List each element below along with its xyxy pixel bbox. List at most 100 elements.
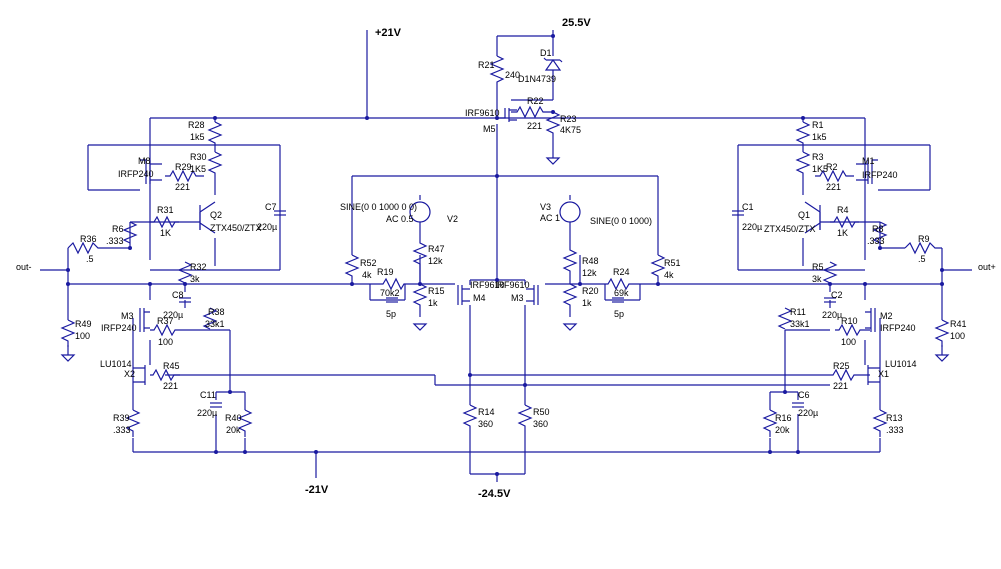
mosfet-m4 <box>457 285 470 305</box>
label-r24: R24 <box>613 267 630 277</box>
label-r30: R30 <box>190 152 207 162</box>
value-r30: 1K5 <box>190 164 206 174</box>
value-r4: 1K <box>837 228 848 238</box>
capacitor-c2 <box>824 297 836 303</box>
jfet-x2 <box>133 365 146 385</box>
value-r11: 33k1 <box>790 319 810 329</box>
label-r38: R38 <box>208 307 225 317</box>
resistor-r48 <box>562 240 578 284</box>
resistor-r11 <box>777 307 793 330</box>
ground-symbols <box>60 157 950 362</box>
resistor-r5 <box>822 261 838 284</box>
value-c1: 220µ <box>742 222 762 232</box>
label-r51: R51 <box>664 258 681 268</box>
label-r36: R36 <box>80 234 97 244</box>
label-c7: C7 <box>265 202 277 212</box>
label-r22: R22 <box>527 96 544 106</box>
label-r25: R25 <box>833 361 850 371</box>
value-m5: IRF9610 <box>465 108 500 118</box>
value-r16: 20k <box>775 425 790 435</box>
value-r21: 240 <box>505 70 520 80</box>
jfet-x1 <box>867 365 880 385</box>
rail-plus21: +21V <box>375 27 402 39</box>
label-r5: R5 <box>812 262 824 272</box>
value-r23: 4K75 <box>560 125 581 135</box>
resistor-r52 <box>344 254 360 284</box>
resistor-r8 <box>872 221 888 244</box>
resistor-r32 <box>177 261 193 284</box>
mosfet-m3-right <box>526 285 539 305</box>
label-c6: C6 <box>798 390 810 400</box>
resistor-r1 <box>795 121 811 145</box>
label-x1: X1 <box>878 369 889 379</box>
value-v2: AC 0.5 <box>386 214 414 224</box>
value-r25: 221 <box>833 381 848 391</box>
value-r20: 1k <box>582 298 592 308</box>
label-r14: R14 <box>478 407 495 417</box>
label-v2: V2 <box>447 214 458 224</box>
value-x2: LU1014 <box>100 359 132 369</box>
mosfet-m2 <box>865 308 876 332</box>
label-r21: R21 <box>478 60 495 70</box>
label-r32: R32 <box>190 262 207 272</box>
capacitor-c1 <box>732 210 744 216</box>
value-m1: IRFP240 <box>862 170 898 180</box>
junctions <box>66 34 944 476</box>
capacitor-c24 <box>612 297 624 303</box>
rail-labels: +21V 25.5V -21V -24.5V out- out+ <box>16 17 996 500</box>
value-r40: 20k <box>226 425 241 435</box>
value-r45: 221 <box>163 381 178 391</box>
value-r19: 70k2 <box>380 288 400 298</box>
value-r48: 12k <box>582 268 597 278</box>
resistor-r47 <box>412 240 428 284</box>
label-r28: R28 <box>188 120 205 130</box>
resistors <box>60 55 950 437</box>
rail-minus21: -21V <box>305 484 329 496</box>
label-r15: R15 <box>428 286 445 296</box>
label-r19: R19 <box>377 267 394 277</box>
label-q2: Q2 <box>210 210 222 220</box>
value-r32: 3k <box>190 274 200 284</box>
label-r6: R6 <box>112 224 124 234</box>
capacitor-c8 <box>179 297 191 303</box>
value-q1: ZTX450/ZTX <box>764 224 816 234</box>
wires <box>40 30 972 482</box>
label-r1: R1 <box>812 120 824 130</box>
resistor-r13 <box>872 409 888 437</box>
resistor-r23 <box>545 111 561 135</box>
label-m4: M4 <box>473 293 486 303</box>
resistor-r30 <box>207 151 223 175</box>
mosfet-m1 <box>856 159 878 184</box>
value-c11: 220µ <box>197 408 217 418</box>
resistor-r2 <box>815 169 854 183</box>
bjt-q2 <box>199 201 216 234</box>
value-c6: 220µ <box>798 408 818 418</box>
capacitor-c11 <box>210 402 222 408</box>
value-m2: IRFP240 <box>880 323 916 333</box>
value-v3: AC 1 <box>540 213 560 223</box>
value-r13: .333 <box>886 425 904 435</box>
resistor-r4 <box>830 215 859 229</box>
resistor-r49 <box>60 319 76 347</box>
value-d1: D1N4739 <box>518 74 556 84</box>
value-r6: .333 <box>106 236 124 246</box>
label-m3-left: M3 <box>121 311 134 321</box>
mosfet-m5 <box>496 108 517 122</box>
value-r5: 3k <box>812 274 822 284</box>
label-r16: R16 <box>775 413 792 423</box>
value-r2: 221 <box>826 182 841 192</box>
value-r9: .5 <box>918 254 926 264</box>
label-m5: M5 <box>483 124 496 134</box>
resistor-r6 <box>122 221 138 244</box>
label-c8: C8 <box>172 290 184 300</box>
label-m8: M8 <box>138 156 151 166</box>
capacitor-c6 <box>792 402 804 408</box>
label-r10: R10 <box>841 316 858 326</box>
value-r31: 1K <box>160 228 171 238</box>
label-r20: R20 <box>582 286 599 296</box>
label-m2: M2 <box>880 311 893 321</box>
resistor-r24 <box>605 277 630 291</box>
label-r45: R45 <box>163 361 180 371</box>
resistor-r14 <box>462 404 478 432</box>
label-r9: R9 <box>918 234 930 244</box>
